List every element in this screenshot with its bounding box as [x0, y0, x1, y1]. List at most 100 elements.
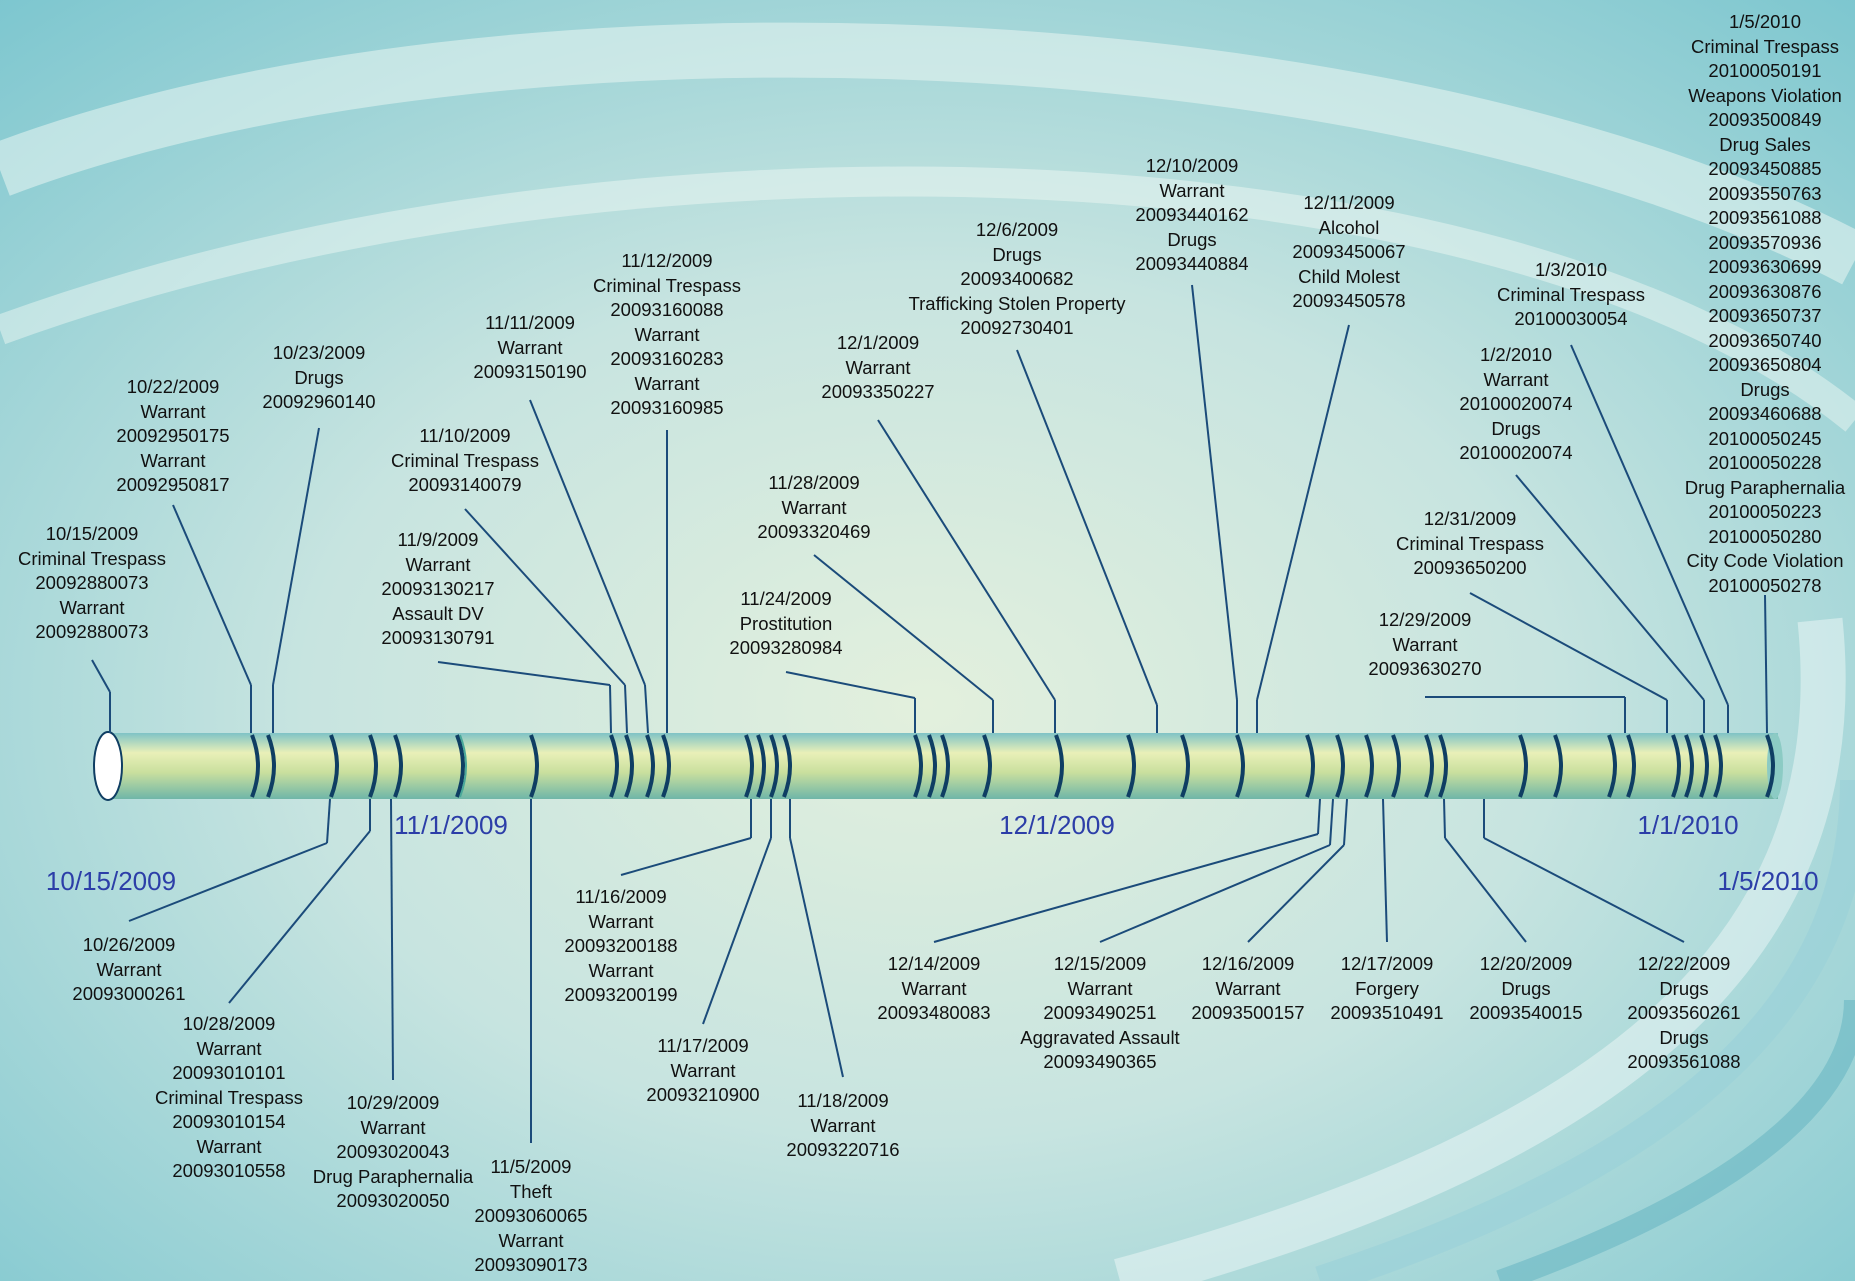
event-line: 20093440884 — [1135, 253, 1249, 274]
event-date: 10/28/2009 — [182, 1013, 276, 1034]
event-date: 11/10/2009 — [419, 425, 511, 446]
date-band — [1518, 734, 1528, 798]
event-line: 20093090173 — [474, 1254, 588, 1275]
event-line: 20093200188 — [564, 935, 678, 956]
event-line: Criminal Trespass — [1496, 283, 1646, 305]
event-line: Drugs — [1491, 417, 1541, 439]
event-line: 20100050245 — [1708, 427, 1822, 449]
event-line: 20093440162 — [1135, 204, 1249, 225]
event-line: Warrant — [810, 1114, 876, 1136]
event-line: Criminal Trespass — [154, 1086, 304, 1108]
leader-line — [1016, 349, 1158, 706]
leader-line — [813, 554, 994, 701]
event-line: Warrant — [360, 1116, 426, 1138]
date-band — [782, 734, 792, 798]
event-line: 20093500157 — [1191, 1002, 1305, 1023]
event-line: 20093140079 — [408, 474, 522, 495]
event-line: Warrant — [781, 496, 847, 518]
date-band — [1671, 734, 1681, 798]
event-line: 20093450885 — [1708, 158, 1822, 179]
event-line: 20093460688 — [1708, 403, 1822, 424]
event-line: 20093210900 — [646, 1084, 760, 1105]
date-band — [744, 734, 754, 798]
event-date: 1/5/2010 — [1728, 11, 1801, 32]
date-band — [1713, 734, 1723, 798]
event-line: Warrant — [498, 1229, 564, 1251]
event-line: 20093630876 — [1708, 280, 1822, 302]
leader-line — [877, 419, 1056, 701]
event-line: 20093150190 — [473, 361, 587, 382]
event-line: 20100050278 — [1708, 574, 1822, 596]
event-line: Criminal Trespass — [1690, 35, 1840, 57]
date-band — [329, 734, 339, 798]
leader-line — [1382, 798, 1388, 943]
event-line: Warrant — [140, 449, 206, 471]
event-date: 10/23/2009 — [272, 342, 366, 363]
leader-line — [1343, 798, 1348, 846]
date-band — [1607, 734, 1617, 798]
event-line: 20093350227 — [821, 381, 935, 402]
event-line: 20093000261 — [72, 983, 186, 1004]
event-line: Warrant — [845, 356, 911, 378]
axis-label-jan1: 1/1/2010 — [1637, 810, 1739, 840]
axis-label-start: 10/15/2009 — [45, 866, 177, 896]
leader-line — [326, 798, 331, 844]
date-band — [1699, 734, 1709, 798]
leader-line — [1191, 284, 1238, 701]
leader-line — [1247, 844, 1345, 943]
event-line: Warrant — [634, 323, 700, 345]
leader-line — [1443, 798, 1446, 839]
event-line: Drug Sales — [1719, 133, 1811, 155]
date-band — [368, 734, 378, 798]
event-line: 20093490251 — [1043, 1002, 1157, 1023]
event-line: Warrant — [1392, 633, 1458, 655]
event-line: Warrant — [588, 910, 654, 932]
date-band — [982, 734, 992, 798]
event-line: Warrant — [1159, 179, 1225, 201]
event-line: 20093510491 — [1330, 1002, 1444, 1023]
event-line: 20093490365 — [1043, 1051, 1157, 1072]
event-date: 12/6/2009 — [975, 219, 1059, 240]
event-line: Drugs — [294, 366, 344, 388]
date-band — [1305, 734, 1315, 798]
event-line: 20100020074 — [1459, 393, 1573, 414]
leader-line — [789, 837, 844, 1078]
leader-line — [437, 661, 611, 686]
event-line: Forgery — [1355, 977, 1419, 999]
event-date: 12/14/2009 — [887, 953, 981, 974]
date-band — [455, 734, 465, 798]
event-line: 20093010101 — [172, 1062, 286, 1083]
event-date: 11/16/2009 — [575, 886, 667, 907]
date-band — [1180, 734, 1190, 798]
event-date: 11/11/2009 — [485, 312, 575, 333]
event-line: Warrant — [196, 1037, 262, 1059]
date-band — [661, 734, 671, 798]
event-line: 20100030054 — [1514, 308, 1628, 329]
event-line: Warrant — [1215, 977, 1281, 999]
event-line: Warrant — [140, 400, 206, 422]
date-band — [1424, 734, 1434, 798]
event-line: 20093550763 — [1708, 182, 1822, 204]
event-line: Drugs — [1167, 228, 1217, 250]
event-line: 20100050191 — [1708, 60, 1822, 81]
date-band — [769, 734, 779, 798]
date-band — [940, 734, 950, 798]
event-line: 20093020043 — [336, 1141, 450, 1162]
